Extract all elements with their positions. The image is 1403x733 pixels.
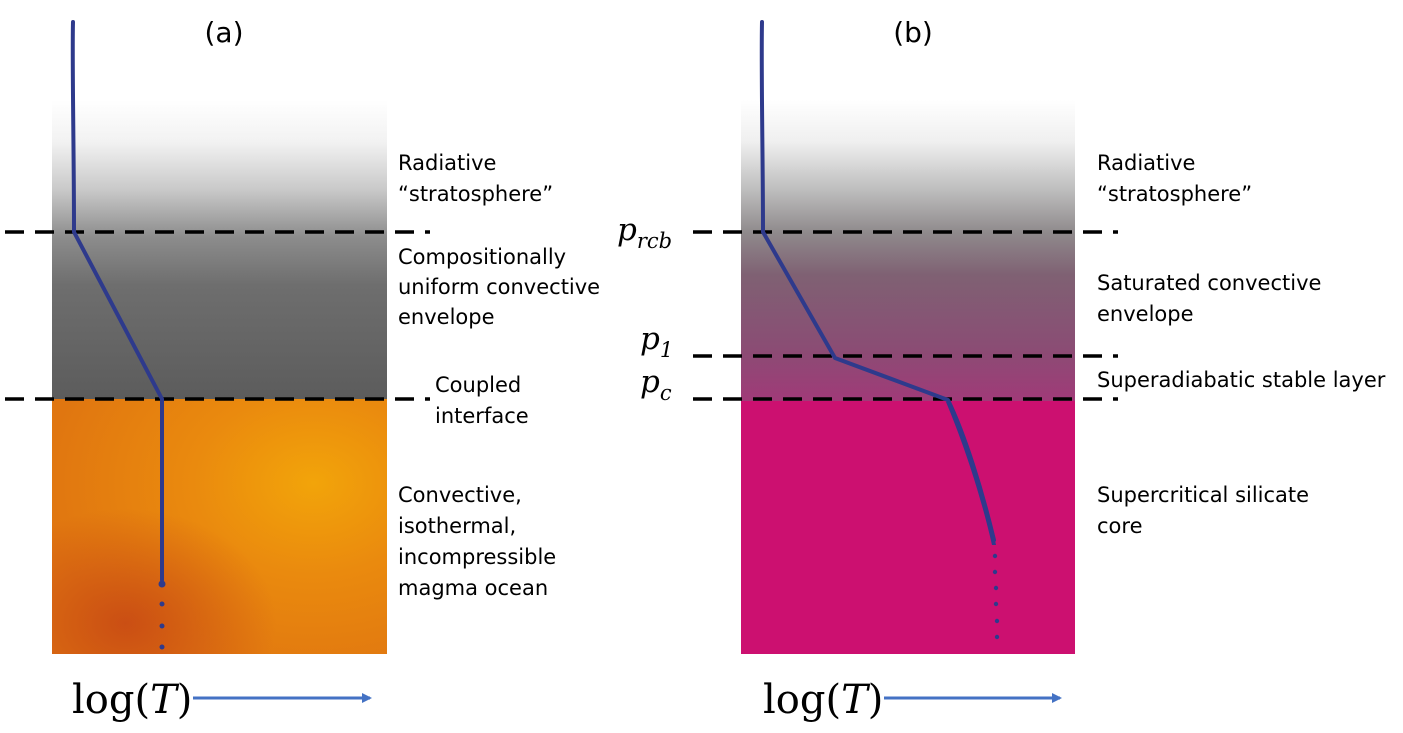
panel-b-layer-envelope: Saturated convective envelope <box>1097 271 1328 326</box>
panel-b-layer-stable: Superadiabatic stable layer <box>1097 368 1386 392</box>
panel-a-continuation-dots <box>158 580 166 650</box>
panel-b-atmosphere <box>741 100 1075 401</box>
panel-b-layer-core: Supercritical silicate core <box>1097 483 1316 538</box>
p-1-label: p1 <box>640 321 673 362</box>
panel-b: (b) prcb p1 pc Radiative “stratosphere” … <box>617 16 1386 723</box>
panel-b-layer-radiative: Radiative “stratosphere” <box>1097 151 1252 206</box>
panel-a-layer-radiative: Radiative “stratosphere” <box>398 151 553 206</box>
panel-b-label: (b) <box>893 16 933 49</box>
panel-a-atmosphere <box>52 100 387 399</box>
panel-a: (a) Radiative “stratosphere” Composition… <box>5 16 607 723</box>
p-c-label: pc <box>640 364 672 405</box>
panel-a-layer-envelope: Compositionally uniform convective envel… <box>398 245 607 329</box>
panel-a-magma-shading <box>52 399 387 654</box>
panel-b-continuation-dots <box>992 553 1000 640</box>
panel-a-layer-magma-ocean: Convective, isothermal, incompressible m… <box>398 483 563 600</box>
panel-a-label: (a) <box>204 16 243 49</box>
panel-a-layer-interface: Coupled interface <box>435 373 529 428</box>
p-rcb-label: prcb <box>617 212 672 253</box>
panel-a-temperature-profile <box>70 20 164 582</box>
panel-b-axis-label: log(T) <box>763 677 883 723</box>
panel-a-axis-label: log(T) <box>72 677 192 723</box>
panel-b-profile-spread <box>946 400 996 545</box>
panel-b-silicate-core <box>741 401 1075 654</box>
